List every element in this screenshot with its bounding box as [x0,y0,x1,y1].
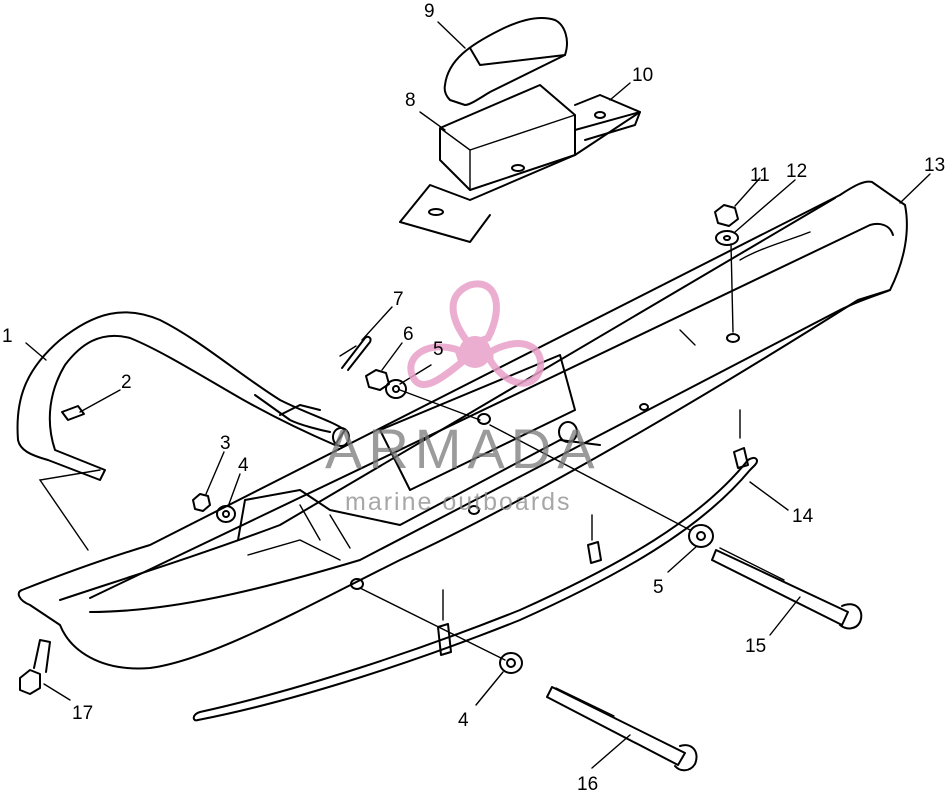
callout-5-upper: 5 [433,339,444,360]
part-12-washer [715,230,739,246]
part-15-bolt [711,547,863,630]
callout-12: 12 [786,161,807,182]
callout-1: 1 [2,326,13,347]
propeller-logo [407,280,545,388]
part-16-bolt [546,686,698,772]
callout-13: 13 [924,155,945,176]
part-6-nut [365,369,390,391]
part-5-washer-upper [385,379,407,399]
callout-8: 8 [405,90,416,111]
callout-10: 10 [632,65,653,86]
part-2-clip [61,405,85,421]
callout-16: 16 [577,774,598,793]
part-7-cotter-pin [339,335,372,371]
ski-body [17,180,908,670]
callout-15: 15 [745,636,766,657]
watermark-subtitle: marine outboards [345,488,572,516]
watermark: ARMADA marine outboards [325,280,601,516]
part-5-washer-lower [688,524,714,548]
part-4-washer-lower [499,652,523,674]
callout-17: 17 [72,703,93,724]
part-3-nut [192,493,211,512]
part-17-bolt [19,639,51,695]
part-14-wear-rod [192,409,758,722]
callout-3: 3 [220,433,231,454]
callout-7: 7 [393,289,404,310]
callout-5-lower: 5 [653,577,664,598]
part-11-nut [714,204,739,227]
part-9-ski-pad [443,17,568,106]
leader-lines [25,21,931,769]
ski-loop-handle [16,311,350,481]
callout-11: 11 [750,165,770,186]
part-8-saddle [399,84,641,243]
part-10-plate [574,111,641,141]
watermark-title: ARMADA [325,417,601,480]
callout-4-upper: 4 [238,455,249,476]
callout-4-lower: 4 [458,710,469,731]
part-4-washer-upper [216,505,236,523]
callout-9: 9 [424,1,435,22]
callout-6: 6 [403,324,414,345]
callout-14: 14 [792,506,814,527]
callout-2: 2 [121,372,132,393]
